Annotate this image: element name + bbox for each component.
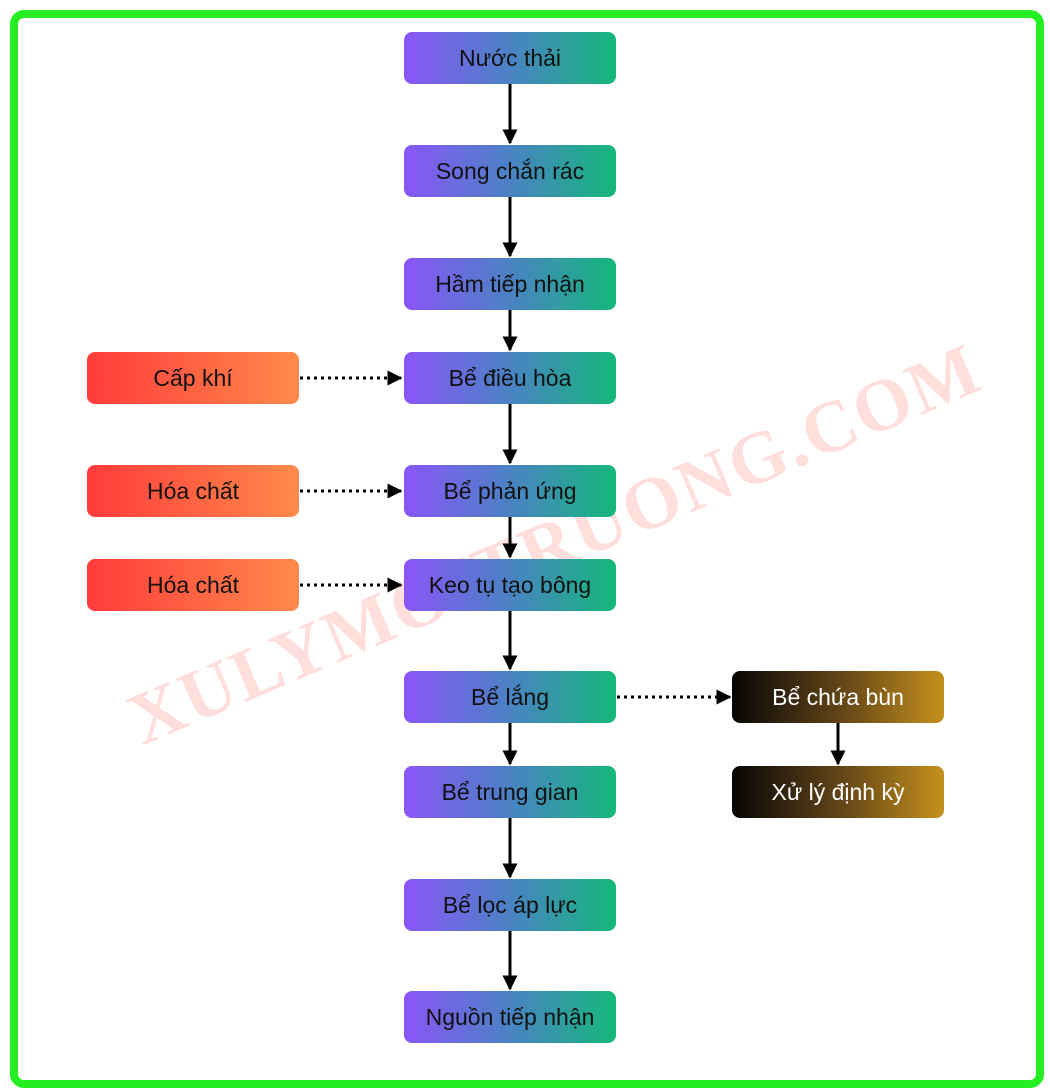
node-receiving-source: Nguồn tiếp nhận [404,991,616,1043]
node-reaction-tank: Bể phản ứng [404,465,616,517]
node-wastewater: Nước thải [404,32,616,84]
node-sludge-tank: Bể chứa bùn [732,671,944,723]
node-flocculation: Keo tụ tạo bông [404,559,616,611]
node-intermediate-tank: Bể trung gian [404,766,616,818]
node-chemical-2: Hóa chất [87,559,299,611]
node-periodic-treatment: Xử lý định kỳ [732,766,944,818]
node-collection-pit: Hầm tiếp nhận [404,258,616,310]
node-equalization-tank: Bể điều hòa [404,352,616,404]
node-chemical-1: Hóa chất [87,465,299,517]
node-screen: Song chắn rác [404,145,616,197]
node-pressure-filter: Bể lọc áp lực [404,879,616,931]
node-settling-tank: Bể lắng [404,671,616,723]
node-air-supply: Cấp khí [87,352,299,404]
